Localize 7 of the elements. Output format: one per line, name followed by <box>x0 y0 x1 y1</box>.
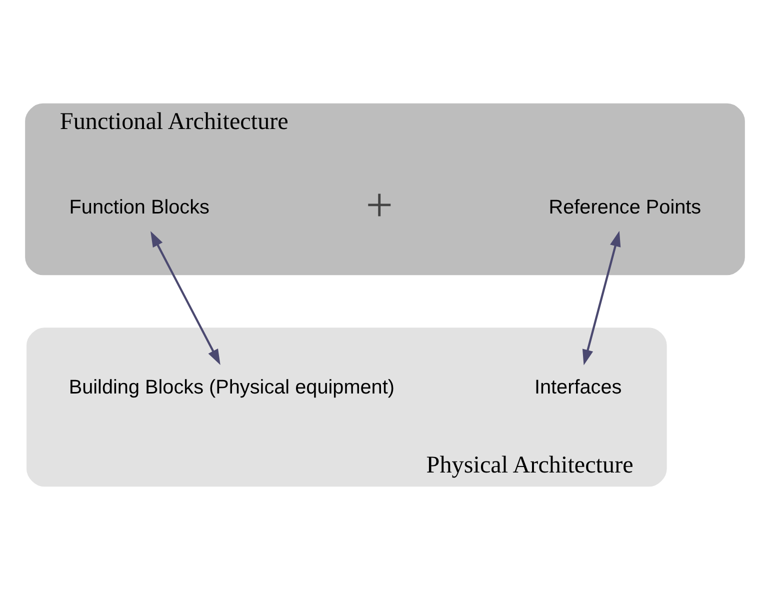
node-text: Building Blocks (Physical equipment) <box>68 376 394 398</box>
node-text: Interfaces <box>534 376 622 398</box>
label: + <box>366 178 393 232</box>
arrow <box>582 230 621 366</box>
arrow <box>150 231 220 365</box>
node-text: Reference Points <box>548 196 702 219</box>
node-text: Function Blocks <box>69 196 210 219</box>
